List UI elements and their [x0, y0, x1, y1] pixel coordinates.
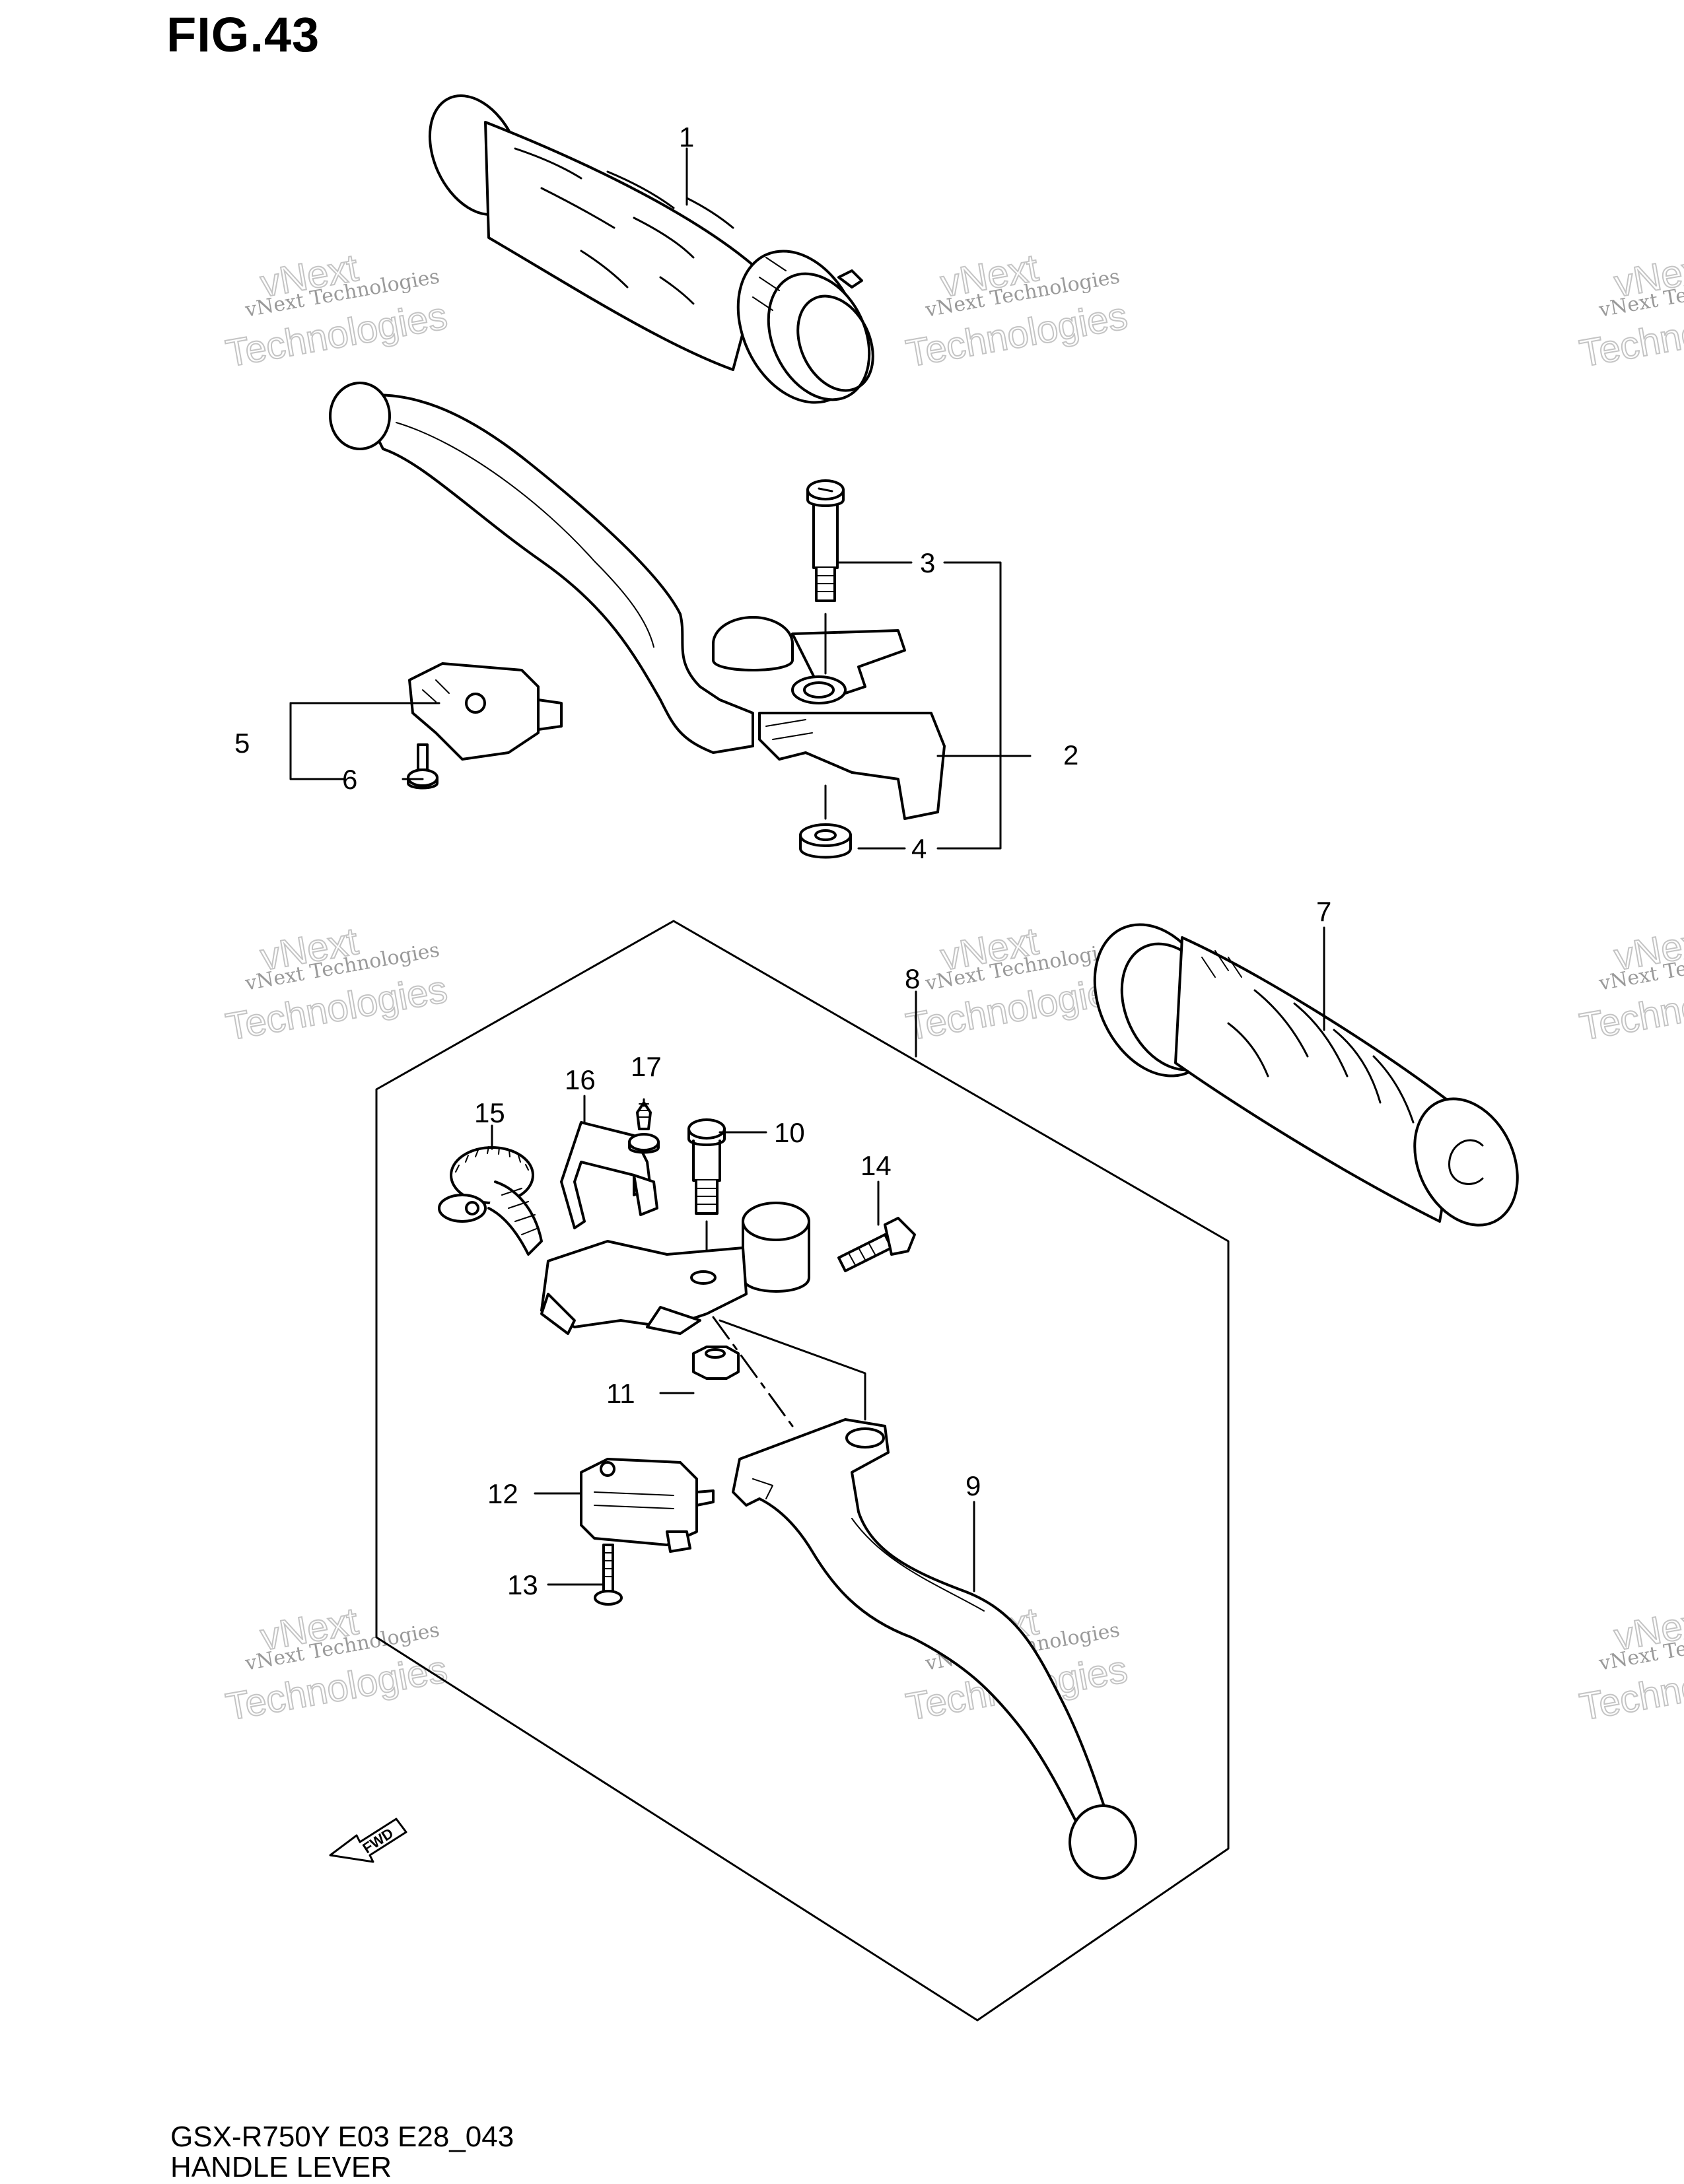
leader-lines	[289, 147, 1325, 1592]
clutch-lever	[732, 1418, 1137, 1880]
callout-11: 11	[606, 1378, 635, 1409]
callout-13: 13	[507, 1569, 538, 1600]
callout-10: 10	[774, 1117, 805, 1148]
forward-direction-arrow	[329, 1818, 407, 1863]
clutch-lever-bracket	[540, 1202, 810, 1335]
adjuster-knob	[438, 1146, 543, 1256]
model-code: GSX-R750Y E03 E28_043	[170, 2121, 514, 2153]
left-grip	[1093, 923, 1519, 1227]
callout-5: 5	[234, 728, 250, 759]
callout-2: 2	[1063, 739, 1078, 770]
brake-light-switch	[408, 662, 563, 761]
callout-15: 15	[474, 1097, 505, 1128]
pivot-bolt	[806, 479, 845, 602]
watermark: vNext vNext Technologies Technologies	[222, 1599, 451, 1729]
callout-12: 12	[487, 1478, 518, 1509]
clutch-switch-screw	[594, 1544, 623, 1606]
clip-screw	[628, 1101, 660, 1154]
callout-6: 6	[342, 764, 357, 795]
callout-3: 3	[920, 547, 935, 578]
watermark: vNext vNext Technologies Technologies	[1576, 246, 1684, 376]
switch-screw	[407, 743, 439, 790]
callout-9: 9	[965, 1470, 981, 1501]
clutch-pivot-bolt	[687, 1118, 726, 1215]
watermark: vNext vNext Technologies Technologies	[1576, 919, 1684, 1049]
section-name: HANDLE LEVER	[170, 2151, 392, 2183]
callout-17: 17	[631, 1051, 662, 1082]
pivot-nut	[799, 823, 852, 859]
callout-16: 16	[565, 1064, 596, 1095]
clutch-switch	[580, 1458, 715, 1553]
figure-title: FIG.43	[166, 7, 320, 62]
callout-labels: 1 3 2 4 5 6 7 8 15 16 17 10 14 11 9 12 1…	[234, 121, 1331, 1600]
watermark: vNext vNext Technologies Technologies	[1576, 1599, 1684, 1729]
watermark: vNext vNext Technologies Technologies	[222, 246, 451, 376]
clutch-nut	[692, 1346, 740, 1380]
alignment-lines	[712, 1316, 866, 1427]
callout-14: 14	[860, 1150, 892, 1181]
watermark: vNext vNext Technologies Technologies	[902, 246, 1131, 376]
callout-1: 1	[679, 121, 694, 153]
spring-clip	[560, 1121, 658, 1229]
callout-4: 4	[911, 833, 927, 864]
watermark: vNext vNext Technologies Technologies	[222, 919, 451, 1049]
callout-8: 8	[905, 963, 920, 994]
clutch-assembly-frame	[375, 920, 1230, 2022]
clamp-bolt	[837, 1217, 916, 1272]
throttle-grip	[428, 94, 874, 404]
callout-7: 7	[1316, 896, 1331, 927]
brake-lever	[329, 382, 946, 820]
